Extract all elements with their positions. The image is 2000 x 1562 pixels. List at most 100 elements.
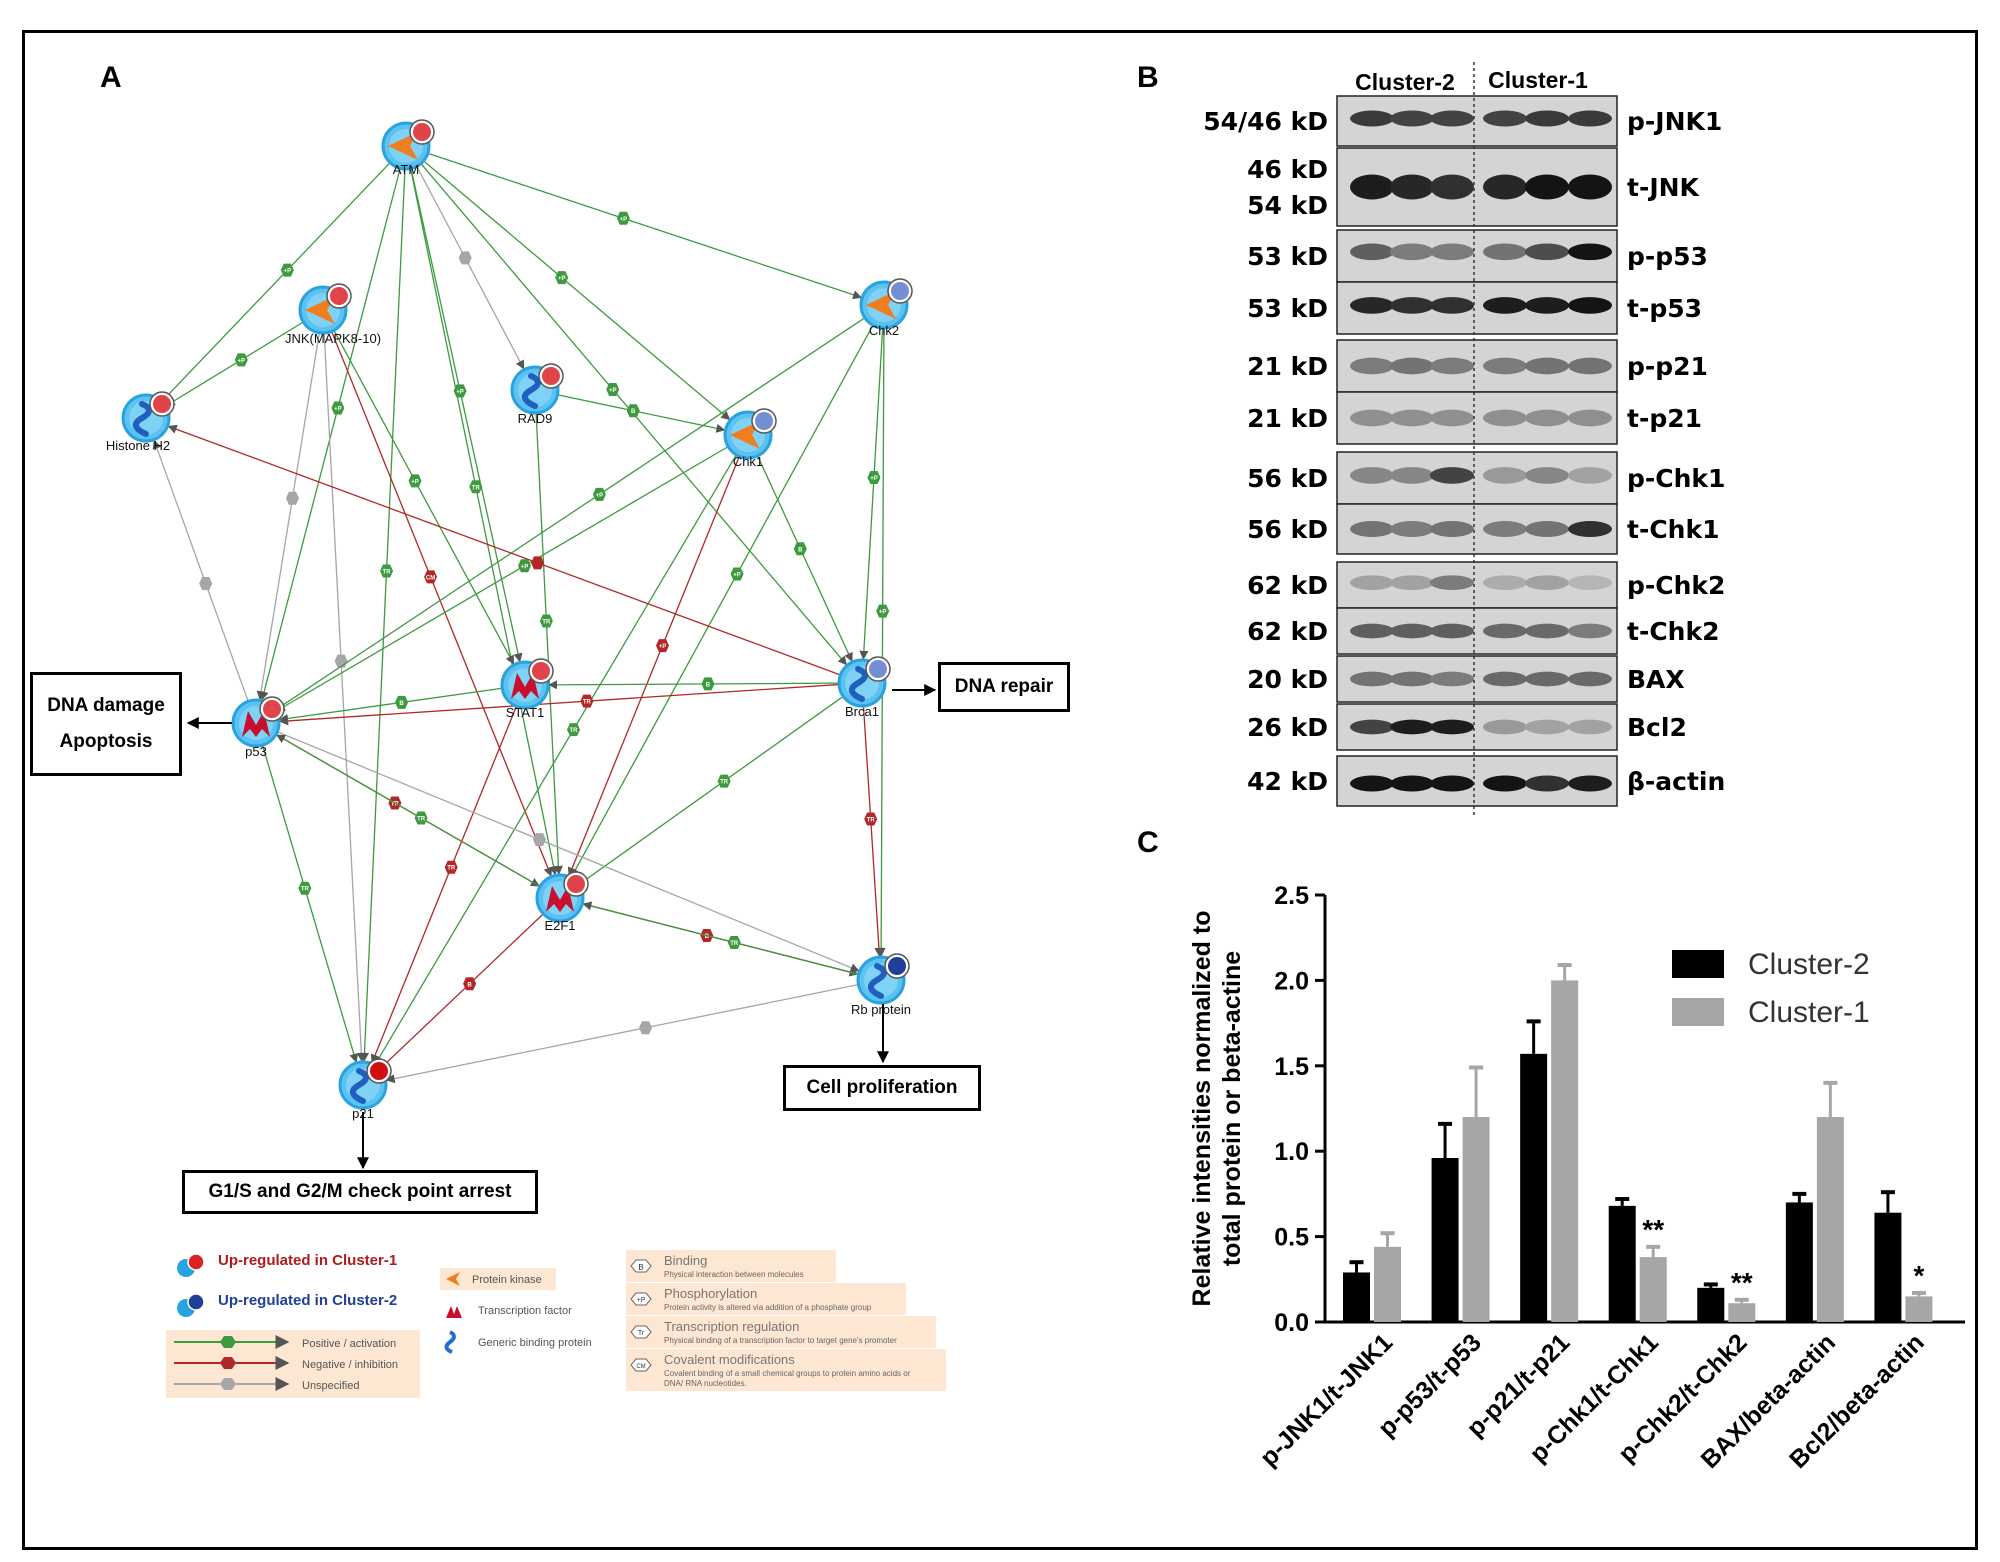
edge-atm-histoneh2 xyxy=(161,162,390,402)
edge-tag-17: +P xyxy=(870,476,878,482)
binding-glyph-icon: B xyxy=(630,1259,652,1273)
legend-up-cluster1-text: Up-regulated in Cluster-1 xyxy=(218,1252,397,1269)
blot-band xyxy=(1483,623,1527,639)
edge-atm-stat1 xyxy=(410,169,523,663)
edge-chk1-brca1 xyxy=(757,456,853,663)
node-atm[interactable]: ATM xyxy=(381,119,435,177)
panel-b-letter: B xyxy=(1137,61,1159,94)
blot-band xyxy=(1525,110,1569,127)
node-label-rb: Rb protein xyxy=(851,1002,911,1017)
x-tick-label: p-JNK1/t-JNK1 xyxy=(1255,1328,1399,1472)
edge-tag-7: +P xyxy=(609,388,617,394)
node-histoneh2[interactable]: Histone H2 xyxy=(106,391,175,453)
legend-binding-desc: Physical interaction between molecules xyxy=(664,1270,804,1279)
edge-atm-chk2 xyxy=(428,152,863,300)
protein-kinase-icon xyxy=(305,296,335,324)
node-chk1[interactable]: Chk1 xyxy=(723,408,777,469)
blot-band xyxy=(1430,575,1474,591)
blot-band xyxy=(1390,110,1434,127)
edge-tag-28: TR xyxy=(720,780,729,786)
bar-cluster1-6 xyxy=(1905,1296,1933,1322)
blot-band xyxy=(1350,357,1394,375)
legend-transcription-factor: Transcription factor xyxy=(478,1305,572,1317)
blot-band xyxy=(1568,775,1612,792)
edge-jnk-stat1 xyxy=(333,330,515,665)
unspecified-glyph-icon xyxy=(220,1378,236,1390)
blot-band xyxy=(1525,719,1569,735)
edge-atm-rad9 xyxy=(416,166,525,370)
edge-stat1-p21 xyxy=(370,707,517,1064)
node-label-chk2: Chk2 xyxy=(869,323,899,338)
figure-frame xyxy=(22,30,1978,1550)
blot-band xyxy=(1350,575,1394,591)
y-tick-label: 1.0 xyxy=(1274,1138,1309,1166)
edge-glyph-16: +P xyxy=(592,487,606,501)
node-stat1[interactable]: STAT1 xyxy=(500,658,554,720)
edge-glyph-35: B xyxy=(463,977,477,991)
legend-positive: Positive / activation xyxy=(302,1338,396,1350)
outcome-checkpoint-text: G1/S and G2/M check point arrest xyxy=(208,1181,512,1202)
node-label-atm: ATM xyxy=(393,162,419,177)
edge-glyph-0: +P xyxy=(280,263,294,277)
edge-tag-16: +P xyxy=(596,493,604,499)
legend-up-cluster1: Up-regulated in Cluster-1 xyxy=(177,1252,397,1277)
blot-band xyxy=(1568,297,1612,314)
node-chk2[interactable]: Chk2 xyxy=(859,278,913,338)
edge-tag-5: +P xyxy=(456,389,464,395)
node-rb[interactable]: Rb protein xyxy=(851,953,911,1017)
edge-brca1-e2f1 xyxy=(578,696,843,885)
outcome-dna-damage: DNA damage Apoptosis xyxy=(30,672,182,776)
edge-glyph-39: TR xyxy=(414,811,428,825)
node-e2f1[interactable]: E2F1 xyxy=(535,871,589,933)
legend-negative: Negative / inhibition xyxy=(302,1359,398,1371)
blot-band xyxy=(1525,671,1569,687)
node-jnk[interactable]: JNK(MAPK8-10) xyxy=(285,283,381,346)
blot-size-label: 53 kD xyxy=(1247,242,1328,271)
edge-glyph-9: +P xyxy=(234,353,248,367)
bar-cluster2-2 xyxy=(1520,1053,1548,1322)
edge-tag-19: +P xyxy=(879,610,887,616)
blot-band xyxy=(1430,409,1474,427)
svg-text:B: B xyxy=(638,1263,643,1272)
generic-binding-protein-icon xyxy=(350,1068,369,1104)
edge-p53-p21 xyxy=(262,745,359,1063)
edge-tag-1: +P xyxy=(620,217,628,223)
blot-band xyxy=(1483,243,1527,261)
node-label-rad9: RAD9 xyxy=(518,411,553,426)
node-p21[interactable]: p21 xyxy=(338,1058,392,1121)
edge-tag-20: +P xyxy=(521,564,529,570)
edge-tag-31: TR xyxy=(301,887,310,893)
edge-tag-11: CM xyxy=(426,575,435,581)
blot-band xyxy=(1430,671,1474,687)
edge-tag-29: TR xyxy=(867,818,876,824)
node-rad9[interactable]: RAD9 xyxy=(510,363,564,426)
edge-chk2-e2f1 xyxy=(570,325,874,878)
edge-stat1-p53 xyxy=(278,687,502,724)
edge-glyph-8: TR xyxy=(380,564,394,578)
legend-cm-desc-1: Covalent binding of a small chemical gro… xyxy=(664,1369,911,1378)
blot-protein-label: t-JNK xyxy=(1627,173,1701,202)
node-brca1[interactable]: Brca1 xyxy=(837,656,891,719)
legend-up-cluster2: Up-regulated in Cluster-2 xyxy=(177,1292,397,1317)
edge-chk2-rb xyxy=(876,328,886,957)
edge-glyph-18: +P xyxy=(730,567,744,581)
edge-tag-24: B xyxy=(399,701,404,707)
legend-swatch-0 xyxy=(1672,950,1724,978)
blot-band xyxy=(1568,409,1612,427)
node-label-chk1: Chk1 xyxy=(733,454,763,469)
blot-size-label: 26 kD xyxy=(1247,713,1328,742)
edge-atm-p21 xyxy=(359,169,406,1062)
legend-label-0: Cluster-2 xyxy=(1748,948,1870,981)
blot-protein-label: p-JNK1 xyxy=(1627,107,1722,136)
edge-glyph-34 xyxy=(199,576,213,590)
edge-tag-35: B xyxy=(467,982,472,988)
generic-binding-protein-icon xyxy=(133,401,152,437)
blot-band xyxy=(1350,110,1394,127)
transcription-regulation-glyph-icon: Tr xyxy=(630,1325,652,1339)
node-p53[interactable]: p53 xyxy=(231,696,285,759)
blot-band xyxy=(1430,297,1474,314)
edge-p53-histoneh2 xyxy=(152,439,249,701)
